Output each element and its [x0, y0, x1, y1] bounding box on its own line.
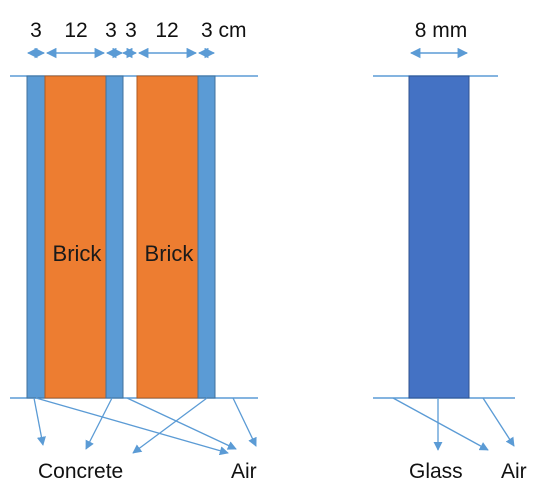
air-label-glass: Air: [501, 460, 527, 483]
brick-layer-2: [136, 75, 199, 399]
glass-leader-arrows: [392, 397, 515, 451]
concrete-layer-2: [105, 75, 124, 399]
air-label-wall: Air: [231, 460, 257, 483]
brick-label-2: Brick: [145, 241, 195, 266]
dim-label-concrete-2: 3: [105, 19, 117, 42]
dim-label-glass: 8 mm: [415, 19, 468, 42]
wall-leader-arrows: [33, 397, 257, 456]
dim-label-concrete-3: 3 cm: [201, 19, 247, 42]
glass-layer: [408, 75, 470, 399]
concrete-layer-1: [26, 75, 46, 399]
glass-label: Glass: [409, 460, 463, 483]
brick-layer-1: [44, 75, 107, 399]
concrete-label: Concrete: [38, 460, 123, 483]
concrete-layer-3: [197, 75, 216, 399]
dim-label-air-gap: 3: [125, 19, 137, 42]
dim-label-brick-1: 12: [64, 19, 87, 42]
brick-label-1: Brick: [53, 241, 103, 266]
dim-label-concrete-1: 3: [30, 19, 42, 42]
dim-label-brick-2: 12: [155, 19, 178, 42]
